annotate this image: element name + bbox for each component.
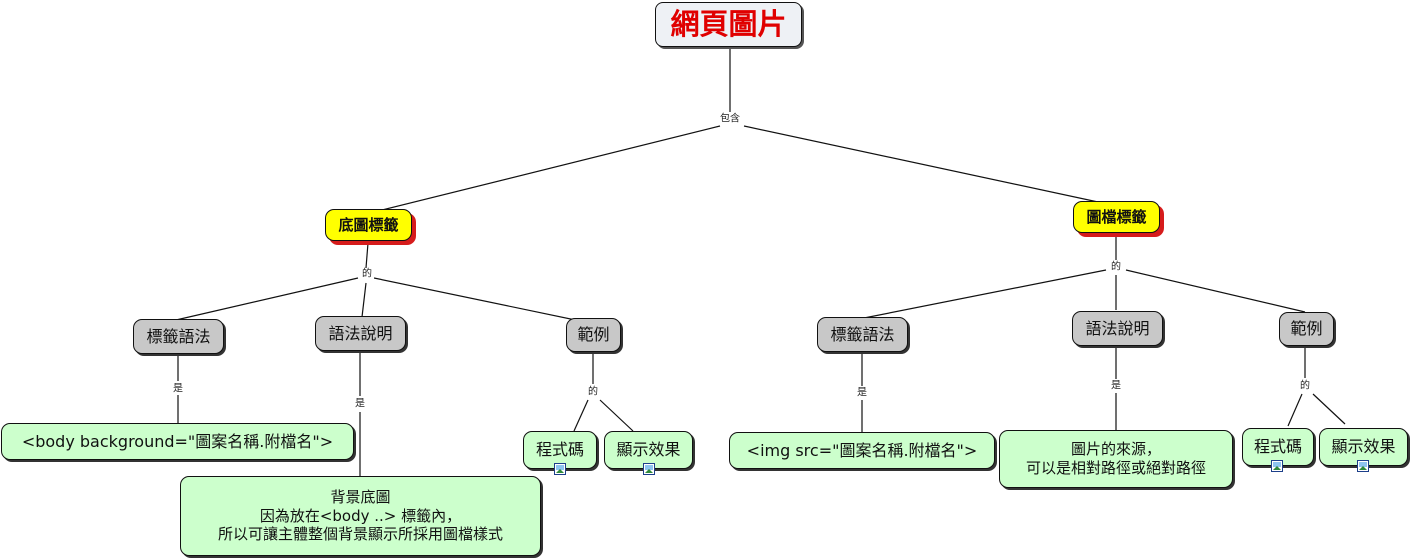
right-syntax-node[interactable]: 標籤語法 [817, 317, 908, 352]
link-label-left-example-of: 的 [586, 386, 600, 398]
left-example-node[interactable]: 範例 [566, 318, 621, 352]
link-label-left-explain-is: 是 [353, 398, 367, 410]
concept-background-tag[interactable]: 底圖標籤 [325, 209, 412, 241]
image-icon[interactable] [643, 463, 655, 475]
link-label-contains: 包含 [718, 113, 742, 125]
left-syntax-node[interactable]: 標籤語法 [133, 319, 224, 354]
link-label-left-syntax-is: 是 [171, 383, 185, 395]
image-icon[interactable] [1271, 460, 1283, 472]
image-icon[interactable] [1357, 460, 1369, 472]
image-icon[interactable] [554, 463, 566, 475]
left-syntax-value[interactable]: <body background="圖案名稱.附檔名"> [1, 423, 354, 460]
link-label-right-explain-is: 是 [1109, 380, 1123, 392]
right-explain-node[interactable]: 語法說明 [1072, 311, 1163, 346]
link-label-left-of: 的 [360, 268, 374, 280]
left-example-effect[interactable]: 顯示效果 [604, 431, 693, 469]
right-example-node[interactable]: 範例 [1279, 312, 1334, 346]
left-explain-value[interactable]: 背景底圖 因為放在<body ..> 標籤內， 所以可讓主體整個背景顯示所採用圖… [180, 476, 541, 556]
right-explain-value[interactable]: 圖片的來源， 可以是相對路徑或絕對路徑 [999, 430, 1233, 488]
link-label-right-example-of: 的 [1298, 380, 1312, 392]
link-label-right-syntax-is: 是 [855, 387, 869, 399]
link-label-right-of: 的 [1109, 261, 1123, 273]
root-concept-web-images[interactable]: 網頁圖片 [655, 2, 802, 47]
left-explain-node[interactable]: 語法說明 [315, 316, 406, 351]
concept-image-tag[interactable]: 圖檔標籤 [1073, 201, 1160, 233]
right-syntax-value[interactable]: <img src="圖案名稱.附檔名"> [729, 432, 995, 469]
